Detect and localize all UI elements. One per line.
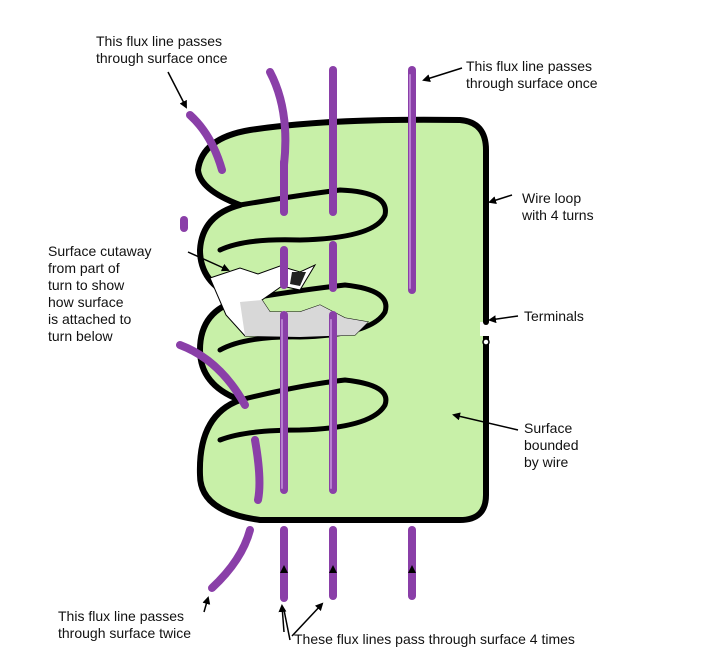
label-cutaway: Surface cutaway from part of turn to sho…	[48, 243, 152, 344]
wire-turn-1	[217, 187, 388, 253]
flux-arrowheads	[280, 565, 416, 573]
leader-arrows	[167, 67, 519, 641]
label-terminals: Terminals	[524, 308, 584, 324]
label-wire-loop: Wire loop with 4 turns	[522, 190, 594, 223]
wire-turn-3	[217, 377, 389, 443]
label-flux-bottom-left: This flux line passes through surface tw…	[58, 608, 192, 641]
terminals-gap	[480, 319, 492, 346]
wire-turn-2	[217, 282, 389, 353]
label-flux-top-left: This flux line passes through surface on…	[96, 33, 228, 66]
label-flux-top-right: This flux line passes through surface on…	[466, 58, 598, 91]
flux-lines	[176, 66, 416, 602]
cutaway-notch	[290, 272, 306, 286]
label-surface: Surface bounded by wire	[524, 420, 579, 470]
label-flux-bottom-center: These flux lines pass through surface 4 …	[294, 631, 575, 647]
